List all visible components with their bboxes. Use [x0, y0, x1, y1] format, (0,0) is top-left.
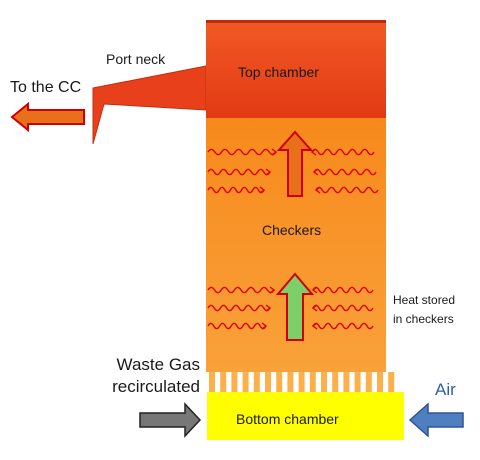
checker-tooth	[377, 372, 383, 392]
checker-tooth	[343, 372, 350, 392]
checker-tooth	[298, 372, 305, 392]
heat-wave-line	[207, 304, 271, 312]
heat-stored-label: Heat stored in checkers	[393, 291, 455, 329]
heat-wave-arrowhead	[310, 148, 317, 156]
checker-tooth	[276, 372, 283, 392]
checker-teeth	[209, 372, 395, 392]
checker-tooth	[354, 372, 361, 392]
heat-wave-arrowhead	[314, 186, 321, 194]
heat-wave-arrowhead	[311, 322, 318, 330]
heat-wave-line	[315, 186, 379, 194]
waste-gas-line1: Waste Gas	[116, 355, 200, 374]
checker-tooth	[253, 372, 260, 392]
heat-stored-line1: Heat stored	[393, 293, 456, 307]
checker-tooth	[287, 372, 294, 392]
heat-wave-arrowhead	[271, 148, 278, 156]
heat-wave-line	[207, 148, 277, 156]
top-chamber	[206, 20, 386, 118]
air-arrow	[408, 402, 464, 438]
waste-gas-line2: recirculated	[112, 377, 200, 396]
heat-wave-arrowhead	[259, 186, 266, 194]
waste-gas-label: Waste Gas recirculated	[100, 354, 200, 398]
heat-wave-line	[311, 148, 375, 156]
checker-tooth	[265, 372, 271, 392]
air-label: Air	[435, 380, 456, 399]
port-neck-label: Port neck	[106, 51, 166, 67]
checker-tooth	[321, 372, 327, 392]
heat-wavy-lines	[207, 148, 379, 330]
heat-wave-line	[207, 322, 267, 330]
heat-wave-line	[312, 304, 374, 312]
to-cc-label: To the CC	[10, 79, 82, 96]
checker-tooth	[220, 372, 227, 392]
heat-wave-line	[207, 286, 275, 294]
heat-wave-arrowhead	[269, 286, 276, 294]
outlet-arrow	[10, 101, 85, 133]
heat-wave-arrowhead	[311, 304, 318, 312]
checker-tooth	[209, 372, 215, 392]
checker-tooth	[309, 372, 316, 392]
heat-wave-line	[207, 186, 265, 194]
heat-wave-arrowhead	[311, 286, 318, 294]
checker-tooth	[365, 372, 372, 392]
top-chamber-label: Top chamber	[238, 64, 319, 80]
heat-wave-line	[313, 168, 377, 176]
heat-wave-arrowhead	[312, 168, 319, 176]
checker-tooth	[388, 372, 395, 392]
heat-wave-line	[312, 286, 374, 294]
checker-tooth	[332, 372, 339, 392]
heat-wave-arrowhead	[265, 304, 272, 312]
checkers-label: Checkers	[262, 222, 322, 238]
port-neck	[92, 65, 207, 145]
heat-wave-line	[312, 322, 374, 330]
heat-stored-line2: in checkers	[393, 312, 454, 326]
bottom-chamber-label: Bottom chamber	[236, 411, 339, 427]
heat-wave-arrowhead	[261, 322, 268, 330]
upper-flow-arrow	[276, 130, 314, 197]
waste-gas-arrow	[139, 402, 202, 438]
heat-wave-line	[207, 168, 271, 176]
checker-tooth	[231, 372, 238, 392]
heat-wave-arrowhead	[265, 168, 272, 176]
lower-flow-arrow	[275, 272, 315, 341]
checker-tooth	[242, 372, 249, 392]
bottom-chamber	[207, 392, 404, 440]
